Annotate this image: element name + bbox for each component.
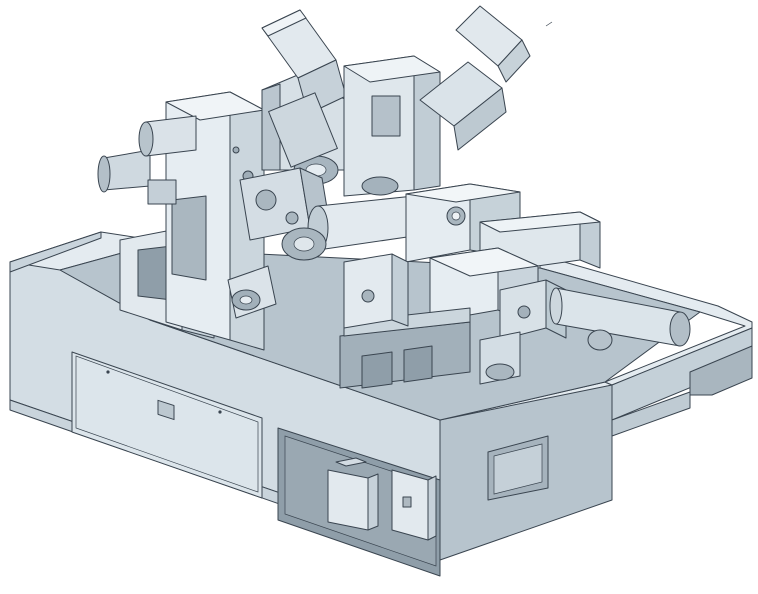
electrical-cabinet — [277, 427, 441, 577]
spindle-axis — [281, 195, 415, 261]
front-door-panel — [71, 351, 263, 499]
sub-spindle-housing — [343, 55, 441, 197]
base-side-opening — [487, 435, 549, 501]
tailstock-quill — [549, 287, 691, 351]
right-headstock — [405, 183, 601, 275]
turret-assembly — [261, 9, 347, 185]
upper-tool-slide — [419, 5, 531, 214]
left-spindle-motor — [97, 115, 197, 205]
center-bracket — [343, 253, 409, 329]
tool-plates — [227, 167, 333, 319]
